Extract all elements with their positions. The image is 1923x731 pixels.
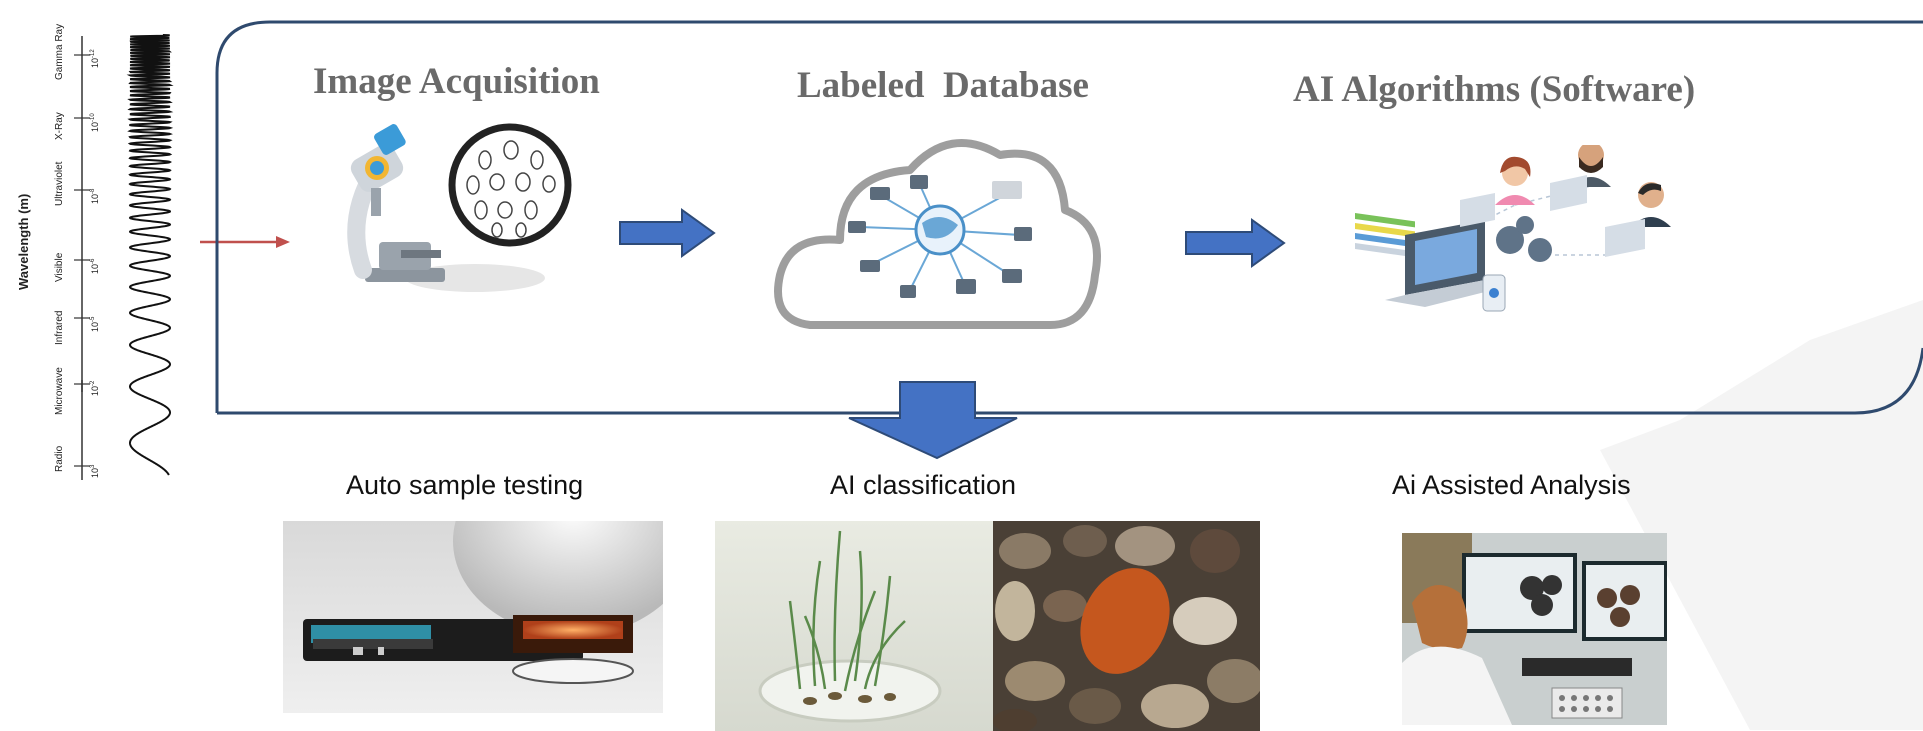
- svg-text:103: 103: [90, 464, 100, 478]
- band-label-infrared: Infrared: [54, 311, 65, 345]
- pipeline-frame: [215, 20, 1923, 415]
- team-laptops-icon: [1355, 145, 1671, 312]
- tick-6: 103: [74, 464, 100, 478]
- stage-title-labeled-database: Labeled Database: [797, 65, 1089, 106]
- tick-3: 10-6: [74, 258, 100, 274]
- wavelength-wave: [126, 34, 174, 476]
- stage-title-ai-algorithms: AI Algorithms (Software): [1293, 69, 1696, 110]
- caption-ai-classification: AI classification: [830, 470, 1017, 500]
- band-label-microwave: Microwave: [54, 367, 65, 415]
- spectrum-svg: Wavelength (m) Gamma Ray X-Ray Ultraviol…: [16, 24, 100, 472]
- sample-tester-photo: [283, 521, 663, 713]
- svg-text:10-10: 10-10: [90, 113, 100, 132]
- band-label-ultraviolet: Ultraviolet: [54, 161, 65, 206]
- arrow-right-icon: [619, 208, 716, 258]
- tick-1: 10-10: [74, 113, 100, 132]
- tick-4: 10-5: [74, 316, 100, 332]
- svg-text:10-12: 10-12: [90, 49, 100, 68]
- analyst-workstation-photo: [1402, 533, 1667, 725]
- band-label-xray: X-Ray: [54, 112, 65, 140]
- svg-text:10-2: 10-2: [90, 380, 100, 396]
- tick-2: 10-8: [74, 188, 100, 204]
- arrow-down-icon: [848, 381, 1018, 460]
- background-watermark: [1600, 300, 1923, 730]
- stage-title-image-acquisition: Image Acquisition: [313, 61, 600, 102]
- band-label-gamma: Gamma Ray: [54, 24, 65, 80]
- wavelength-axis-label: Wavelength (m): [16, 194, 31, 290]
- spectrum-lower-svg: 103: [74, 380, 100, 480]
- caption-auto-sample-testing: Auto sample testing: [346, 470, 584, 500]
- band-label-visible: Visible: [54, 252, 65, 282]
- seedlings-and-seeds-photo: [715, 521, 1260, 731]
- svg-text:10-8: 10-8: [90, 188, 100, 204]
- svg-text:10-6: 10-6: [90, 258, 100, 274]
- svg-text:10-5: 10-5: [90, 316, 100, 332]
- caption-ai-assisted-analysis: Ai Assisted Analysis: [1392, 470, 1631, 500]
- band-label-radio: Radio: [54, 445, 65, 472]
- input-arrow-icon: [200, 236, 290, 248]
- tick-0: 10-12: [74, 49, 100, 68]
- cloud-network-icon: [774, 139, 1101, 329]
- arrow-right-icon: [1185, 218, 1286, 268]
- microscope-icon: [347, 123, 572, 292]
